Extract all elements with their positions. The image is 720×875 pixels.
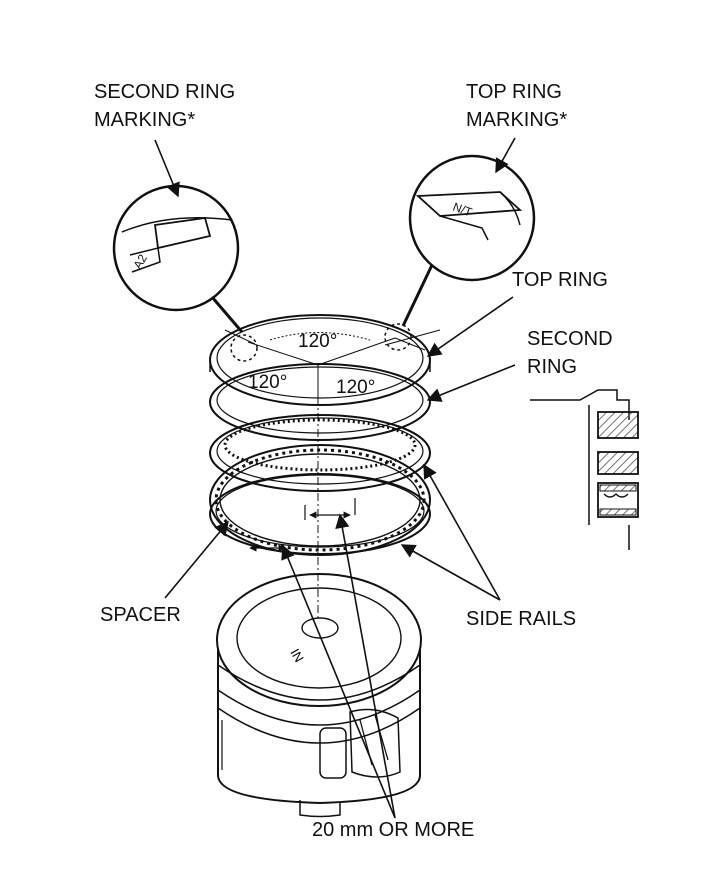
gap-spec-label: 20 mm OR MORE: [312, 819, 475, 841]
lower-side-rail: [209, 473, 431, 555]
second-ring-marking-label: SECOND RING MARKING*: [94, 81, 236, 131]
second-ring-code: A2: [130, 252, 150, 272]
second-ring-label: SECOND RING: [527, 328, 613, 378]
spacer-label: SPACER: [100, 604, 181, 626]
top-ring-code: N/T: [451, 200, 475, 220]
leader-arrows: [154, 137, 516, 819]
top-ring-label: TOP RING: [512, 269, 608, 291]
gap-dimension: [249, 498, 356, 552]
angle-label-top: 120°: [298, 331, 337, 352]
second-ring-drawing: [209, 363, 431, 441]
top-ring-marking-label: TOP RING MARKING*: [466, 81, 568, 131]
second-ring-gap-circle: [230, 334, 258, 362]
second-ring-marking-callout: A2: [112, 184, 244, 333]
top-ring-marking-callout: N/T: [401, 154, 536, 327]
ring-cross-section: [530, 389, 639, 550]
piston: [216, 573, 422, 818]
piston-in-mark: IN: [287, 646, 306, 665]
angle-construction-lines: [224, 329, 441, 400]
upper-side-rail: [209, 414, 431, 492]
top-ring-gap-circle: [384, 323, 412, 351]
angle-label-left: 120°: [248, 372, 287, 393]
side-rails-label: SIDE RAILS: [466, 608, 577, 630]
oil-ring-spacer: [209, 444, 431, 556]
angle-label-right: 120°: [336, 377, 375, 398]
top-ring-drawing: [209, 314, 431, 406]
